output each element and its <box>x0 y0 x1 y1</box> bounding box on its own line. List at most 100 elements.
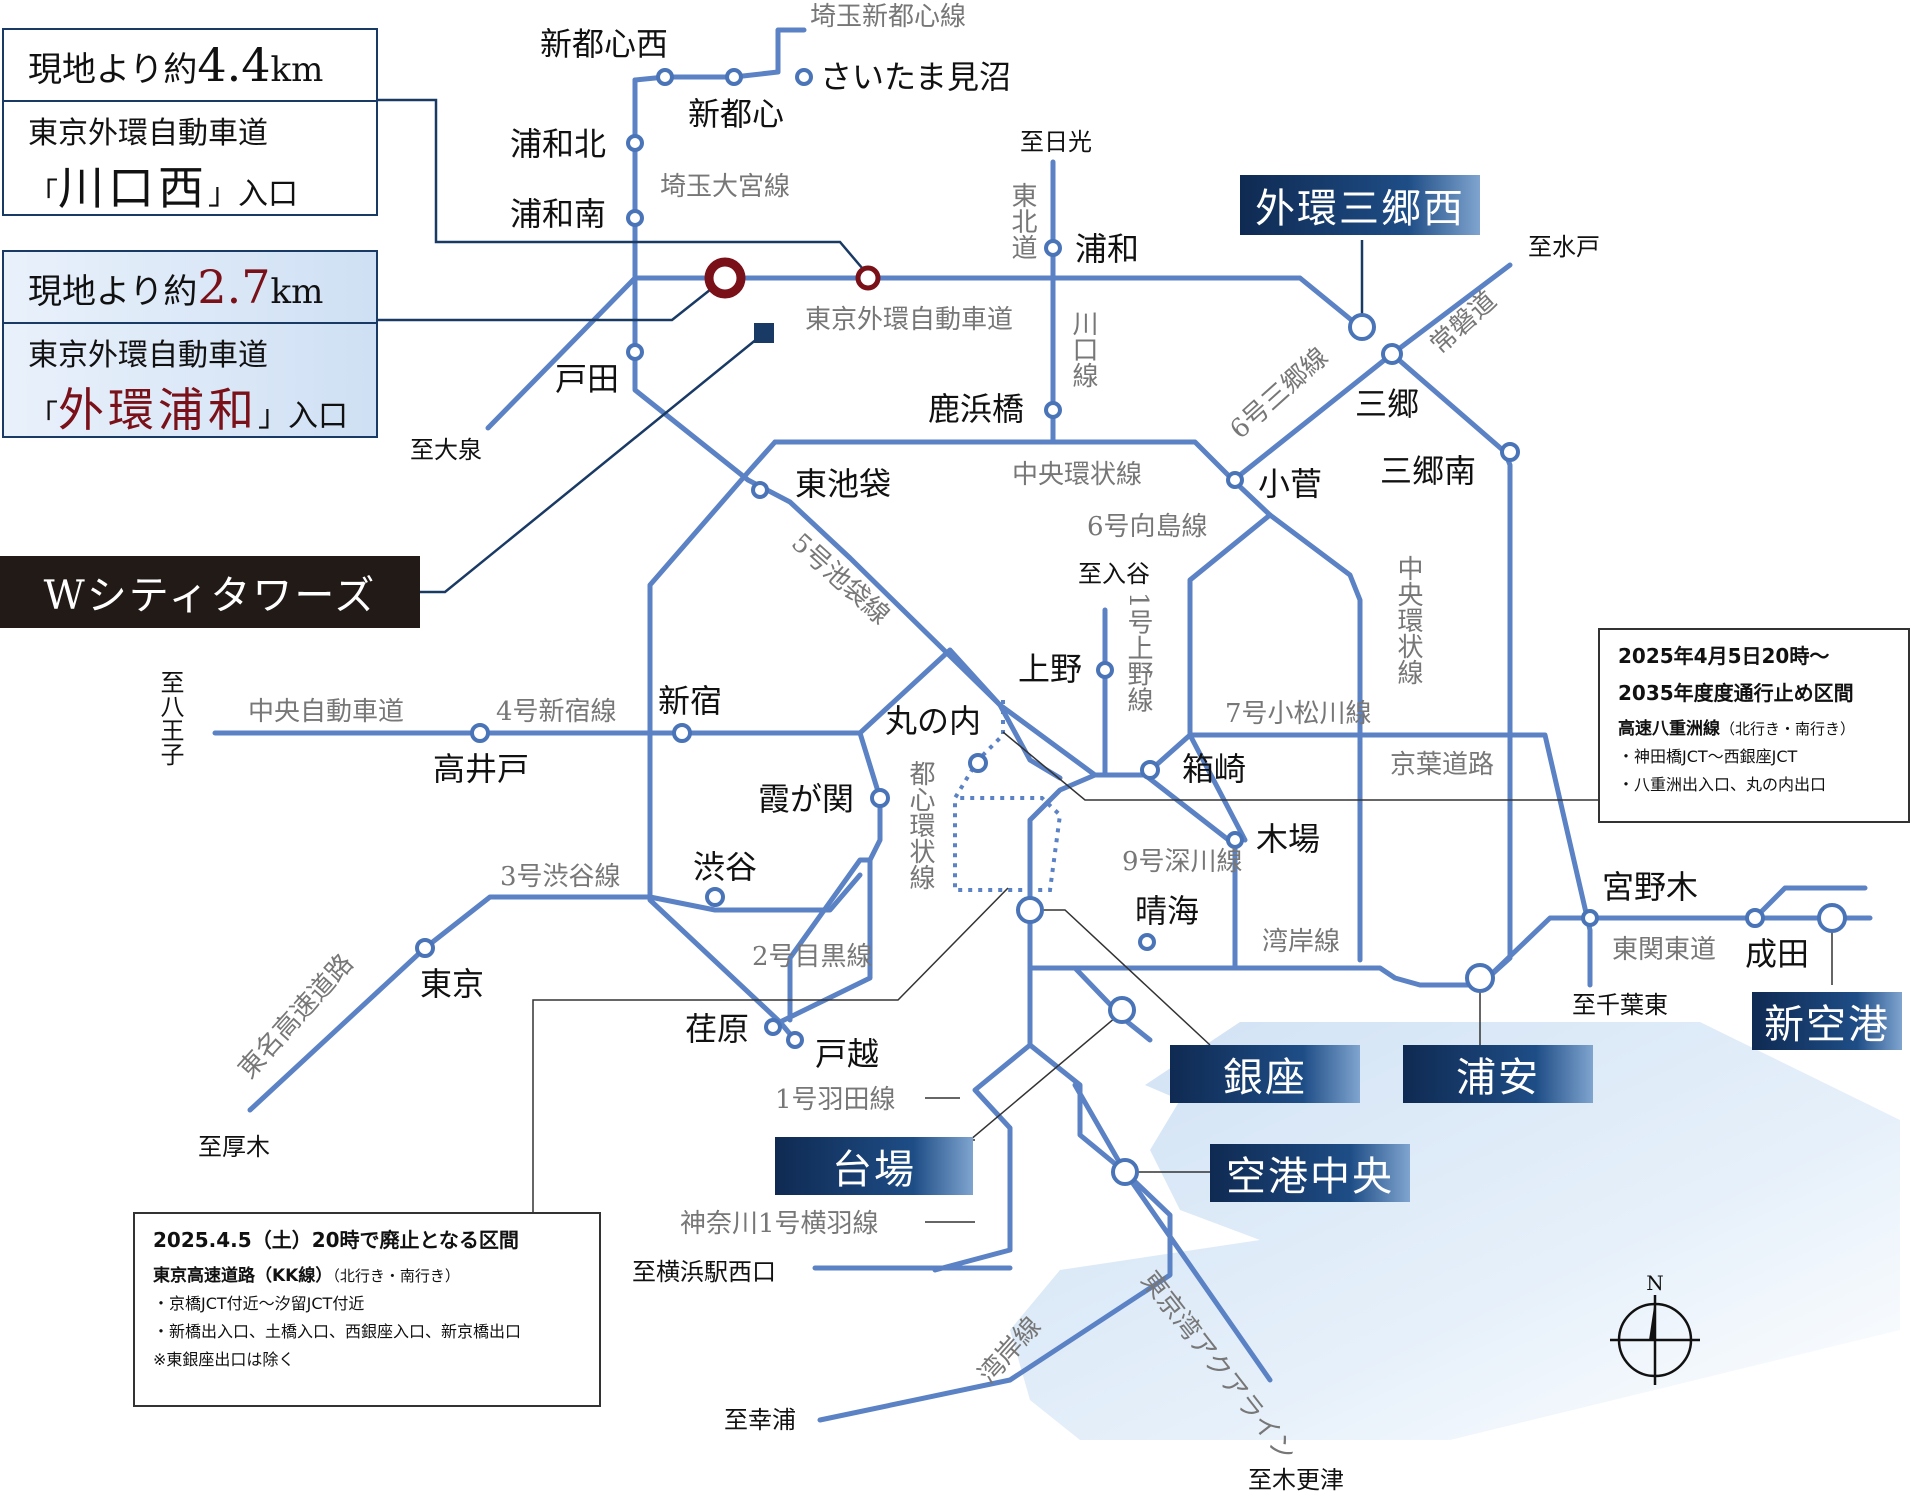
node-hakozaki[interactable] <box>1140 760 1160 780</box>
node-narita[interactable] <box>1745 908 1765 928</box>
hub-daiba[interactable]: 台場 <box>775 1137 973 1195</box>
node-urayasu[interactable] <box>1465 963 1495 993</box>
note-kk-item-1: ・京橋JCT付近～汐留JCT付近 <box>153 1294 365 1313</box>
ic1-close: 」 <box>208 177 238 212</box>
node-saitama-minuma[interactable] <box>795 68 813 86</box>
node-harumi[interactable] <box>1138 933 1156 951</box>
label-misato-minami: 三郷南 <box>1380 452 1476 490</box>
ic1-road: 東京外環自動車道 <box>28 116 268 151</box>
route-yokohane[interactable] <box>1027 1042 1128 1175</box>
node-daiba[interactable] <box>1108 996 1136 1024</box>
hub-urayasu[interactable]: 浦安 <box>1403 1045 1593 1103</box>
hub-airport[interactable]: 空港中央 <box>1210 1144 1410 1202</box>
route-shinkuko[interactable] <box>1752 885 1868 921</box>
route-haneda-branch[interactable] <box>1027 965 1153 1043</box>
note-kk-item-3: ※東銀座出口は除く <box>153 1350 295 1369</box>
ic-gaikan-urawa-box[interactable]: 現地より約2.7km 東京外環自動車道 「外環浦和」入口 <box>2 250 378 438</box>
label-dir-kisarazu: 至木更津 <box>1248 1466 1344 1494</box>
node-misato-minami[interactable] <box>1500 442 1520 462</box>
note-yaesu-closure: 2025年4月5日20時～ 2035年度度通行止め区間 高速八重洲線（北行き・南… <box>1598 628 1910 823</box>
route-c2-west[interactable] <box>647 439 783 1025</box>
label-misato: 三郷 <box>1355 385 1419 423</box>
node-ginza[interactable] <box>1016 896 1044 924</box>
node-miyanogi[interactable] <box>1581 909 1599 927</box>
label-route-komatsugawa: 7号小松川線 <box>1225 699 1372 729</box>
label-dir-hachioji: 至八王子 <box>156 670 184 766</box>
label-shinjuku: 新宿 <box>658 682 722 720</box>
label-route-c2: 中央環状線 <box>1012 460 1142 490</box>
label-saitama-minuma: さいたま見沼 <box>820 58 1011 96</box>
route-daiba[interactable] <box>1072 1082 1128 1175</box>
note-yaesu-title1: 2025年4月5日20時～ <box>1618 644 1830 668</box>
node-takaido[interactable] <box>470 723 490 743</box>
route-mukojima[interactable] <box>1187 512 1273 843</box>
label-route-ikebukuro5: 5号池袋線 <box>785 528 895 631</box>
node-shinjuku[interactable] <box>672 723 692 743</box>
label-route-meguro: 2号目黒線 <box>752 942 873 972</box>
node-misato[interactable] <box>1381 343 1403 365</box>
note-kk-abolition: 2025.4.5（土）20時で廃止となる区間 東京高速道路（KK線）（北行き・南… <box>133 1212 601 1407</box>
property-marker[interactable] <box>754 323 774 343</box>
node-toda[interactable] <box>626 343 644 361</box>
node-shintoshin[interactable] <box>725 68 743 86</box>
route-gaikan[interactable] <box>485 275 1363 431</box>
label-route-kawaguchi: 川口線 <box>1068 310 1098 388</box>
closed-yaesu-dotted <box>951 700 1063 892</box>
node-airport[interactable] <box>1111 1158 1139 1186</box>
node-shinkuko[interactable] <box>1817 903 1847 933</box>
hub-shinkuko[interactable]: 新空港 <box>1752 992 1902 1050</box>
hub-ginza[interactable]: 銀座 <box>1170 1045 1360 1103</box>
label-dir-oizumi: 至大泉 <box>410 436 482 464</box>
label-route-chuo: 中央自動車道 <box>248 697 404 727</box>
route-shibuya[interactable] <box>422 872 863 951</box>
ic1-distance-value: 4.4 <box>197 38 271 92</box>
label-urawa-kita: 浦和北 <box>510 125 606 163</box>
node-togoshi[interactable] <box>786 1031 804 1049</box>
label-kosuge: 小菅 <box>1258 465 1322 503</box>
node-kasumigaseki[interactable] <box>870 788 890 808</box>
node-kanuki[interactable] <box>1044 401 1062 419</box>
node-tokyo[interactable] <box>415 938 435 958</box>
label-narita: 成田 <box>1745 935 1809 973</box>
node-marunouchi[interactable] <box>968 753 988 773</box>
node-shibuya[interactable] <box>705 887 725 907</box>
label-shintoshin: 新都心 <box>688 95 784 133</box>
tokyo-bay-water <box>1010 1022 1900 1440</box>
route-toshin-south[interactable] <box>1027 772 1098 913</box>
node-kosuge[interactable] <box>1226 471 1244 489</box>
label-dir-iriya: 至入谷 <box>1078 560 1150 588</box>
ic2-name: 外環浦和 <box>58 383 258 437</box>
ic-kawaguchi-nishi-marker[interactable] <box>855 265 881 291</box>
node-gaikan-misato[interactable] <box>1348 313 1376 341</box>
label-route-saitama-shintoshin: 埼玉新都心線 <box>810 2 966 32</box>
node-urawa[interactable] <box>1044 239 1062 257</box>
ic2-close: 」 <box>258 399 288 434</box>
note-kk-title: 2025.4.5（土）20時で廃止となる区間 <box>153 1228 519 1252</box>
route-haneda[interactable] <box>932 907 1033 1273</box>
ic-kawaguchi-nishi-box[interactable]: 現地より約4.4km 東京外環自動車道 「川口西」入口 <box>2 28 378 216</box>
label-harumi: 晴海 <box>1135 892 1199 930</box>
hub-gaikan-misato[interactable]: 外環三郷西 <box>1240 175 1480 235</box>
label-ueno: 上野 <box>1018 650 1082 688</box>
label-route-shibuya3: 3号渋谷線 <box>500 862 621 892</box>
node-urawa-minami[interactable] <box>626 209 644 227</box>
route-tomei[interactable] <box>247 945 428 1113</box>
label-route-saitama-omiya: 埼玉大宮線 <box>660 172 790 202</box>
label-route-misato6: 6号三郷線 <box>1225 342 1335 445</box>
node-kiba[interactable] <box>1226 831 1244 849</box>
node-higashi-ikebukuro[interactable] <box>751 481 769 499</box>
node-urawa-kita[interactable] <box>626 134 644 152</box>
label-kasumigaseki: 霞が関 <box>758 780 854 818</box>
property-label[interactable]: Wシティタワーズ <box>0 556 420 628</box>
node-ueno[interactable] <box>1096 661 1114 679</box>
route-aqua[interactable] <box>1122 1169 1273 1383</box>
node-ebara[interactable] <box>764 1018 782 1036</box>
route-wangan-south[interactable] <box>817 1169 1173 1423</box>
label-route-mukojima: 6号向島線 <box>1087 512 1208 542</box>
label-higashi-ikebukuro: 東池袋 <box>795 465 891 503</box>
compass-north: N <box>1646 1271 1664 1295</box>
direction-labels: 至日光 至水戸 至大泉 至入谷 至八王子 至千葉東 至厚木 至横浜駅西口 至幸浦… <box>156 128 1668 1494</box>
node-shintoshin-nishi[interactable] <box>656 68 674 86</box>
ic-gaikan-urawa-marker[interactable] <box>704 257 746 299</box>
note-kk-sub-b: （北行き・南行き） <box>332 1267 460 1285</box>
